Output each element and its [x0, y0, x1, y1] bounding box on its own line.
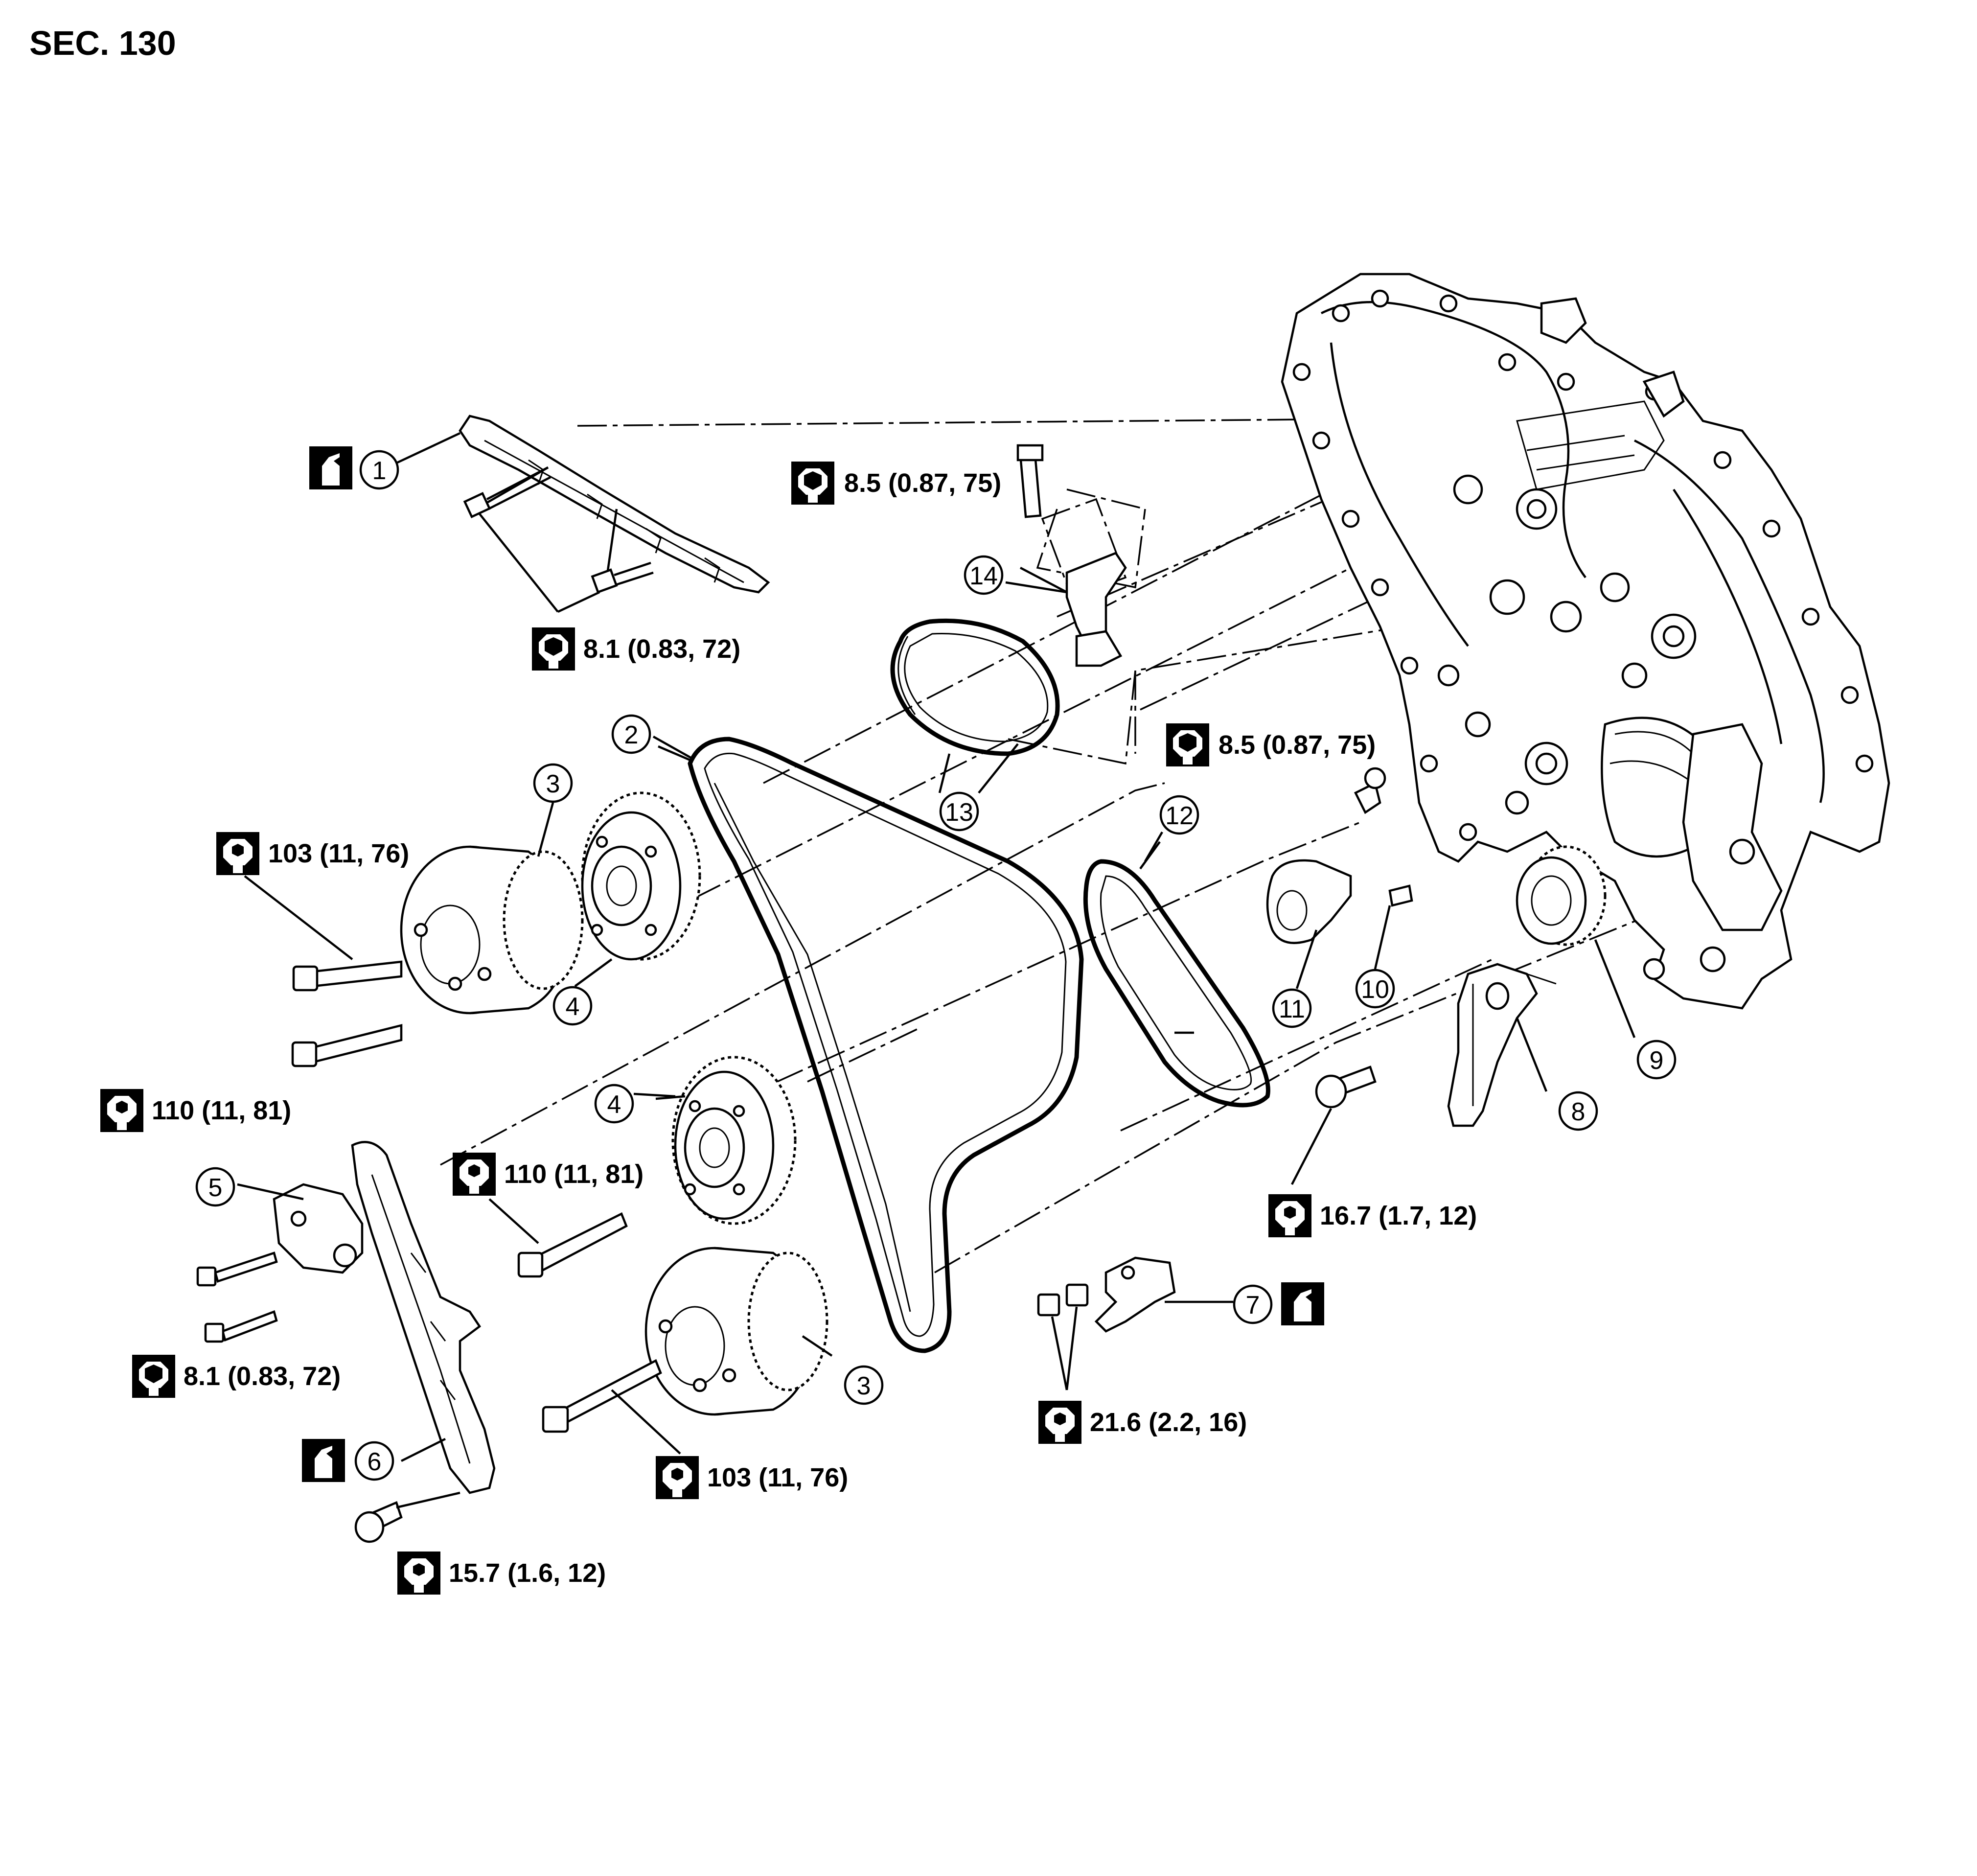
crankshaft-sprocket [1516, 845, 1636, 1038]
callout-4-lower: 4 [594, 1084, 634, 1124]
torque-wrench-icon [216, 832, 259, 875]
torque-spec-lower-sprocket-bolt-b: 103 (11, 76) [656, 1456, 848, 1499]
secondary-timing-chain-upper [890, 618, 1060, 793]
svg-text:3: 3 [546, 770, 560, 798]
sealant-icon-part-6 [302, 1439, 345, 1482]
svg-text:8.5 (0.87, 75): 8.5 (0.87, 75) [844, 468, 1001, 498]
tension-guide [1447, 963, 1557, 1127]
svg-text:14: 14 [969, 562, 998, 590]
svg-text:21.6 (2.2, 16): 21.6 (2.2, 16) [1090, 1408, 1247, 1437]
torque-spec-lower-sprocket-bolt-a: 110 (11, 81) [453, 1153, 644, 1196]
torque-wrench-icon [791, 462, 834, 505]
upper-camshaft-sprocket-exhaust [400, 845, 584, 1015]
torque-spec-guide-bolts-upper: 8.1 (0.83, 72) [532, 627, 740, 671]
torque-wrench-icon [100, 1089, 143, 1132]
callout-7: 7 [1233, 1284, 1273, 1324]
sealant-icon-part-1 [309, 446, 352, 489]
pivot-bolt [1291, 1065, 1377, 1185]
svg-text:10: 10 [1361, 975, 1389, 1004]
callout-6: 6 [354, 1441, 394, 1481]
torque-spec-secondary-tensioner: 8.5 (0.87, 75) [1166, 723, 1376, 766]
svg-text:9: 9 [1650, 1046, 1664, 1075]
svg-text:8: 8 [1571, 1098, 1586, 1126]
upper-sprocket-bolts [244, 875, 403, 1067]
torque-spec-upper-sprocket-bolt-a: 103 (11, 76) [216, 832, 409, 875]
callout-10: 10 [1355, 969, 1395, 1009]
callout-12: 12 [1159, 795, 1199, 835]
slack-guide [351, 1141, 496, 1543]
callout-3-lower: 3 [844, 1365, 884, 1405]
callout-9: 9 [1636, 1040, 1677, 1080]
chain-tensioner [196, 1183, 364, 1343]
svg-text:11: 11 [1279, 995, 1305, 1023]
torque-wrench-icon [1166, 723, 1209, 766]
svg-text:3: 3 [857, 1372, 871, 1400]
torque-wrench-icon [132, 1355, 175, 1398]
torque-wrench-icon [532, 627, 575, 671]
torque-wrench-icon [1268, 1194, 1311, 1237]
callout-13: 13 [939, 791, 979, 832]
torque-wrench-icon [397, 1552, 440, 1595]
bracket [1037, 1256, 1233, 1390]
svg-text:103 (11, 76): 103 (11, 76) [268, 839, 409, 868]
svg-text:15.7 (1.6, 12): 15.7 (1.6, 12) [449, 1558, 606, 1588]
svg-text:13: 13 [945, 798, 973, 827]
callout-8: 8 [1558, 1091, 1598, 1131]
torque-spec-upper-sprocket-bolt-b: 110 (11, 81) [100, 1089, 291, 1132]
front-timing-cover [1281, 273, 1890, 1010]
torque-wrench-icon [453, 1153, 496, 1196]
svg-text:1: 1 [372, 457, 387, 485]
upper-chain-guide [459, 415, 770, 613]
torque-spec-slack-guide-bolt: 15.7 (1.6, 12) [397, 1552, 606, 1595]
svg-text:110 (11, 81): 110 (11, 81) [152, 1096, 291, 1125]
callout-3-upper: 3 [533, 763, 573, 803]
bolt [463, 466, 552, 518]
svg-text:6: 6 [368, 1448, 382, 1476]
svg-text:8.1 (0.83, 72): 8.1 (0.83, 72) [583, 634, 740, 664]
sealant-icon-part-7 [1281, 1282, 1324, 1325]
upper-camshaft-sprocket-intake [581, 791, 701, 961]
torque-wrench-icon [656, 1456, 699, 1499]
svg-text:103 (11, 76): 103 (11, 76) [707, 1463, 848, 1492]
torque-spec-tensioner-bolts: 8.1 (0.83, 72) [132, 1355, 341, 1398]
torque-spec-bracket-bolts: 21.6 (2.2, 16) [1038, 1401, 1247, 1444]
lower-camshaft-sprocket-intake [655, 1056, 797, 1225]
lower-camshaft-sprocket-exhaust [644, 1247, 828, 1416]
callout-1: 1 [359, 450, 399, 490]
svg-text:110 (11, 81): 110 (11, 81) [504, 1159, 644, 1189]
secondary-chain-tensioner [1005, 444, 1127, 667]
torque-spec-tension-guide-bolt: 16.7 (1.7, 12) [1268, 1194, 1477, 1237]
svg-text:7: 7 [1246, 1291, 1260, 1320]
section-label: SEC. 130 [29, 24, 176, 62]
svg-text:2: 2 [624, 721, 639, 749]
secondary-timing-chain-lower [1083, 841, 1270, 1108]
secondary-tensioner [1174, 767, 1386, 1034]
callout-5: 5 [195, 1167, 235, 1207]
callout-leaders [396, 432, 1163, 1357]
svg-text:5: 5 [208, 1174, 223, 1202]
torque-specs: 8.5 (0.87, 75) 8.1 (0.83, 72) 103 (11, 7… [100, 462, 1477, 1595]
svg-text:4: 4 [566, 993, 580, 1021]
callout-14: 14 [964, 555, 1004, 595]
svg-text:12: 12 [1165, 802, 1194, 830]
bolt [591, 561, 654, 594]
dowel-pin [1374, 884, 1413, 970]
svg-text:4: 4 [607, 1090, 621, 1119]
callout-2: 2 [611, 714, 651, 754]
torque-wrench-icon [1038, 1401, 1081, 1444]
svg-text:16.7 (1.7, 12): 16.7 (1.7, 12) [1320, 1201, 1477, 1230]
part-callouts: 1 2 3 4 4 3 5 6 [195, 450, 1677, 1481]
callout-11: 11 [1272, 988, 1312, 1028]
torque-spec-tensioner-bolt: 8.5 (0.87, 75) [791, 462, 1001, 505]
svg-text:8.5 (0.87, 75): 8.5 (0.87, 75) [1218, 730, 1376, 760]
primary-timing-chain [658, 737, 1084, 1353]
lower-sprocket-bolts [488, 1198, 681, 1455]
callout-4-upper: 4 [552, 986, 593, 1026]
svg-text:8.1 (0.83, 72): 8.1 (0.83, 72) [184, 1362, 341, 1391]
